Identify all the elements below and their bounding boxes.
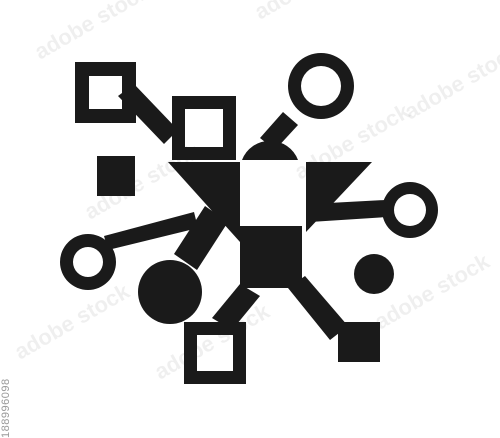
connector-top-right (260, 112, 298, 150)
connector-bottom-left (212, 284, 260, 330)
watermark-text: adobe stock (30, 0, 154, 64)
solid-circle-node-large (138, 260, 202, 324)
ring-circle-node-top-right (288, 53, 354, 119)
stock-id-text: 188996098 (0, 378, 12, 438)
center-triangle-left (168, 162, 240, 242)
solid-circle-node-small (354, 254, 394, 294)
watermark-text: adobe stock (250, 0, 374, 24)
square-ring-node-bottom (184, 322, 246, 384)
watermark-text: adobe stock (10, 278, 134, 364)
connector-center-down (174, 206, 228, 270)
square-ring-node-top-center (172, 96, 236, 160)
connector-bottom-right (288, 276, 348, 340)
ring-circle-node-right (382, 182, 438, 238)
ring-circle-node-left (60, 234, 116, 290)
square-ring-node-top-left (75, 62, 136, 123)
network-icon (60, 53, 438, 384)
center-half-disk (242, 140, 298, 160)
solid-square-node-left (97, 156, 135, 196)
watermark-text: adobe stock (400, 38, 500, 124)
solid-square-node-bottom-right (338, 322, 380, 362)
center-triangle-right (306, 162, 372, 232)
connector-left (104, 212, 198, 250)
stock-id-watermark: 188996098 (0, 378, 12, 438)
solid-square-node-center (240, 226, 302, 288)
